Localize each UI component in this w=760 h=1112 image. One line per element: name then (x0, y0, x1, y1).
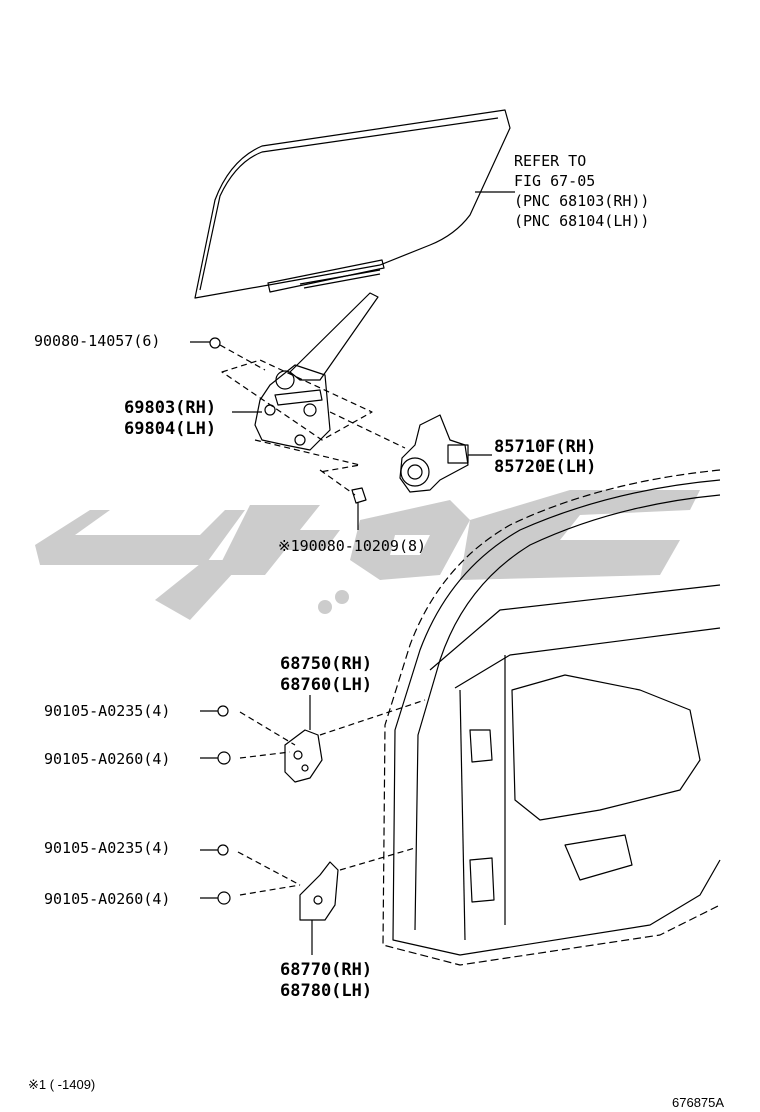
bolt-motor-label[interactable]: ※190080-10209(8) (278, 537, 427, 555)
door-dashed-outline (382, 469, 721, 966)
glass-ref-line2: FIG 67-05 (514, 172, 596, 190)
door-frame (392, 479, 721, 956)
door-glass (194, 109, 515, 299)
regulator-lh-label[interactable]: 69804(LH) (124, 419, 217, 439)
lower-bolt-a-label[interactable]: 90105-A0235(4) (44, 839, 171, 857)
upper-hinge-lh-label[interactable]: 68760(LH) (280, 675, 373, 695)
upper-bolt-a-label[interactable]: 90105-A0235(4) (44, 702, 171, 720)
leader-lines (219, 344, 426, 896)
window-motor (399, 414, 492, 493)
lower-hinge (299, 861, 339, 955)
lower-bolt-b-label[interactable]: 90105-A0260(4) (44, 890, 171, 908)
motor-rh-label[interactable]: 85710F(RH) (494, 437, 597, 457)
footnote: ※1 ( -1409) (28, 1077, 96, 1092)
figure-id: 676875A (672, 1095, 725, 1110)
motor-lh-label[interactable]: 85720E(LH) (494, 457, 597, 477)
upper-hinge (284, 695, 323, 783)
glass-ref-line3: (PNC 68103(RH)) (514, 192, 650, 210)
glass-ref-line1: REFER TO (514, 152, 587, 170)
watermark-logo (35, 490, 700, 620)
lower-hinge-lh-label[interactable]: 68780(LH) (280, 981, 373, 1001)
regulator-rh-label[interactable]: 69803(RH) (124, 398, 217, 418)
lower-hinge-rh-label[interactable]: 68770(RH) (280, 960, 373, 980)
bolt-icons (190, 337, 367, 905)
upper-hinge-rh-label[interactable]: 68750(RH) (280, 654, 373, 674)
window-regulator (232, 292, 379, 451)
upper-bolt-b-label[interactable]: 90105-A0260(4) (44, 750, 171, 768)
glass-ref-line4: (PNC 68104(LH)) (514, 212, 650, 230)
bolt-top-label[interactable]: 90080-14057(6) (34, 332, 161, 350)
